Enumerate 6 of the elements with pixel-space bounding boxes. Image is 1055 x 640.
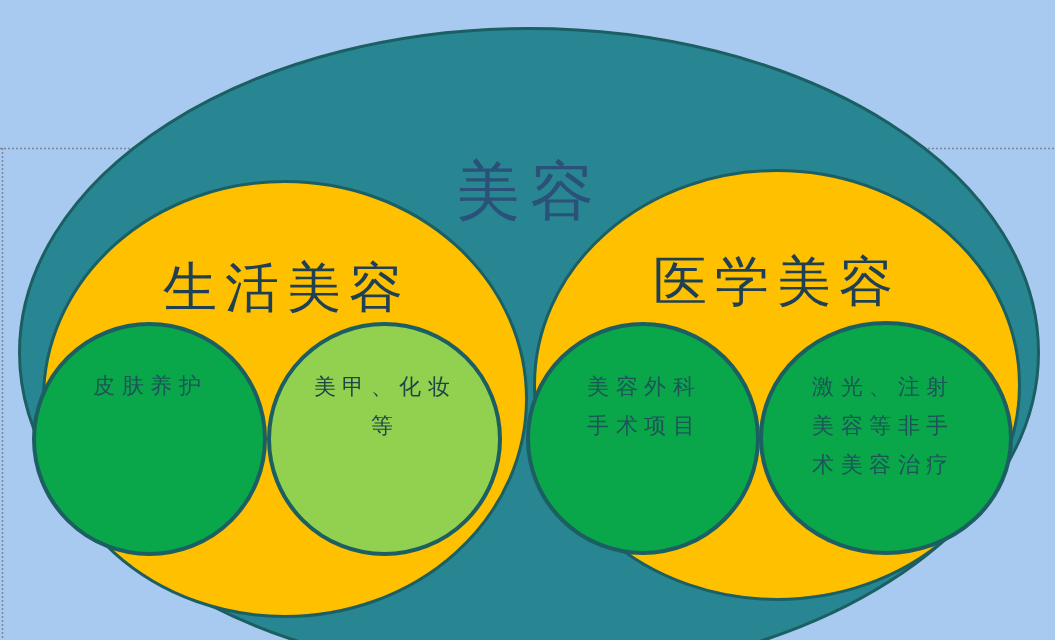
- item-label: 美甲、化妆等: [312, 373, 458, 440]
- item-label: 激光、注射美容等非手术美容治疗: [812, 373, 956, 479]
- group-label: 生活美容: [163, 256, 411, 320]
- group-label: 医学美容: [653, 250, 901, 314]
- item-label: 皮肤养护: [93, 372, 208, 400]
- item-label: 美容外科手术项目: [587, 373, 703, 440]
